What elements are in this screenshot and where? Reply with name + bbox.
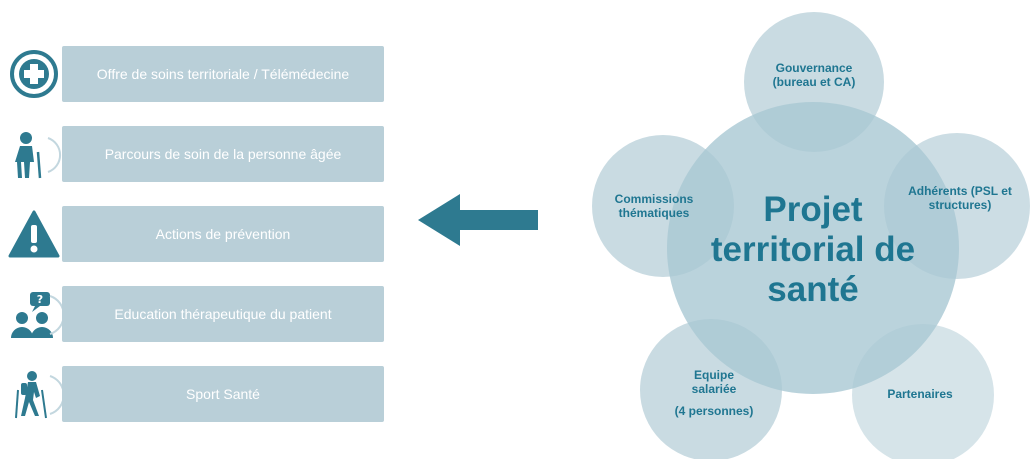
hiker-icon xyxy=(8,368,65,420)
list-item: Actions de prévention xyxy=(0,204,400,264)
satellite-label-bottom-left: Equipe salariée (4 personnes) xyxy=(650,368,778,418)
list-item-label: Sport Santé xyxy=(62,366,384,422)
venn-diagram: Projet territorial de santé Gouvernance … xyxy=(580,0,1030,459)
satellite-label-left: Commissions thématiques xyxy=(614,192,694,220)
list-item-label: Education thérapeutique du patient xyxy=(62,286,384,342)
patient-education-icon: ? xyxy=(8,288,65,340)
satellite-label-bottom-left-line2: (4 personnes) xyxy=(674,404,754,418)
list-item: ? Education thérapeutique du patient xyxy=(0,284,400,344)
svg-text:?: ? xyxy=(37,293,43,306)
medical-cross-icon xyxy=(8,48,62,100)
satellite-label-bottom-left-line1: Equipe salariée xyxy=(691,368,737,396)
satellite-label-bottom-right: Partenaires xyxy=(887,387,953,401)
elderly-person-icon xyxy=(8,128,62,180)
list-item: Parcours de soin de la personne âgée xyxy=(0,124,400,184)
list-item-label: Offre de soins territoriale / Télémédeci… xyxy=(62,46,384,102)
circle-center xyxy=(667,102,959,394)
satellite-label-right: Adhérents (PSL et structures) xyxy=(908,184,1012,212)
list-item-label: Parcours de soin de la personne âgée xyxy=(62,126,384,182)
center-label: Projet territorial de santé xyxy=(710,190,916,309)
satellite-label-top: Gouvernance (bureau et CA) xyxy=(772,61,856,89)
arrow-left-icon xyxy=(418,190,540,250)
list-item: Offre de soins territoriale / Télémédeci… xyxy=(0,44,400,104)
list-item: Sport Santé xyxy=(0,364,400,424)
warning-icon xyxy=(8,208,62,260)
list-item-label: Actions de prévention xyxy=(62,206,384,262)
